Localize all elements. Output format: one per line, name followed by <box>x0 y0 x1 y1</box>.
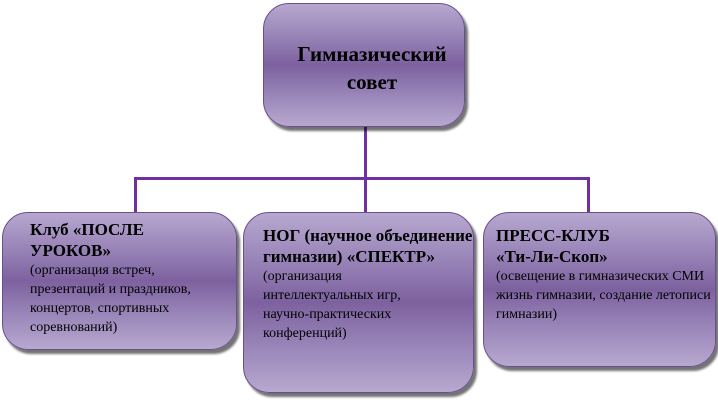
connector-left-down <box>134 177 137 213</box>
node-description: (организация интеллектуальных игр, научн… <box>263 269 401 341</box>
connector-horizontal <box>134 177 590 180</box>
node-description: (освещение в гимназических СМИ жизнь гим… <box>496 269 711 322</box>
child-node-press-club: ПРЕСС-КЛУБ «Ти-Ли-Скоп» (освещение в гим… <box>483 212 716 367</box>
child-node-spectr: НОГ (научное объединение гимназии) «СПЕК… <box>243 212 474 393</box>
child-node-after-school-club: Клуб «ПОСЛЕ УРОКОВ» (организация встреч,… <box>2 212 237 350</box>
node-title: ПРЕСС-КЛУБ «Ти-Ли-Скоп» <box>496 226 610 266</box>
node-description: (организация встреч, презентаций и празд… <box>30 263 191 335</box>
connector-right-down <box>587 177 590 213</box>
root-node: Гимназический совет <box>263 3 465 127</box>
root-title: Гимназический совет <box>297 42 447 94</box>
node-title: Клуб «ПОСЛЕ УРОКОВ» <box>30 220 144 260</box>
node-title: НОГ (научное объединение гимназии) «СПЕК… <box>263 226 473 266</box>
connector-root-down <box>364 127 367 212</box>
